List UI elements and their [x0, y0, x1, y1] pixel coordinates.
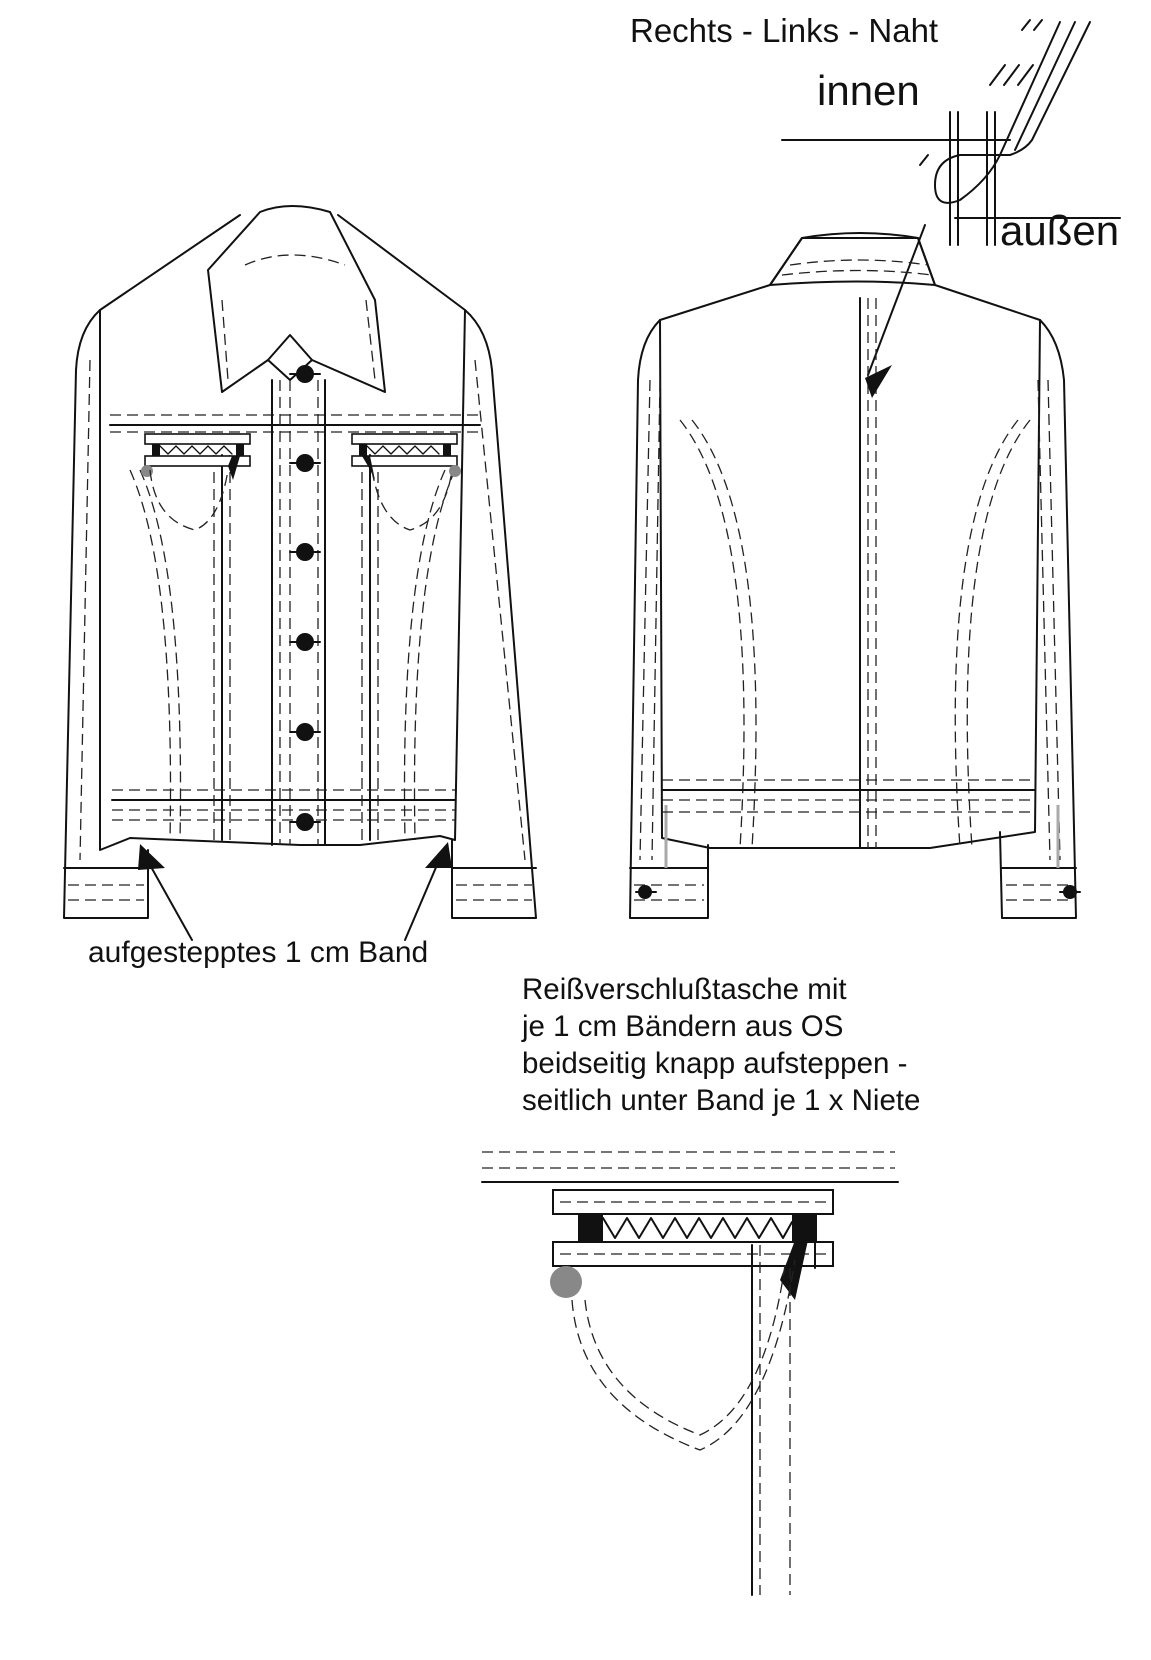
jacket-front-view: [63, 205, 537, 941]
inside-label: innen: [817, 67, 920, 114]
chest-pocket-left: [141, 433, 251, 531]
jacket-back-view: [629, 232, 1081, 919]
pocket-note-line-3: beidseitig knapp aufsteppen -: [522, 1047, 908, 1080]
pocket-note-line-1: Reißverschlußtasche mit: [522, 973, 847, 1006]
seam-cross-section-detail: [781, 19, 1121, 376]
pocket-note-line-2: je 1 cm Bändern aus OS: [522, 1010, 844, 1043]
pocket-note-line-4: seitlich unter Band je 1 x Niete: [522, 1084, 921, 1117]
front-buttons: [289, 365, 321, 831]
chest-pocket-right: [351, 433, 461, 531]
seam-type-label: Rechts - Links - Naht: [630, 12, 939, 49]
outside-label: außen: [1000, 207, 1120, 254]
hem-band-label: aufgestepptes 1 cm Band: [88, 936, 429, 969]
zip-pocket-detail: [481, 1151, 899, 1596]
